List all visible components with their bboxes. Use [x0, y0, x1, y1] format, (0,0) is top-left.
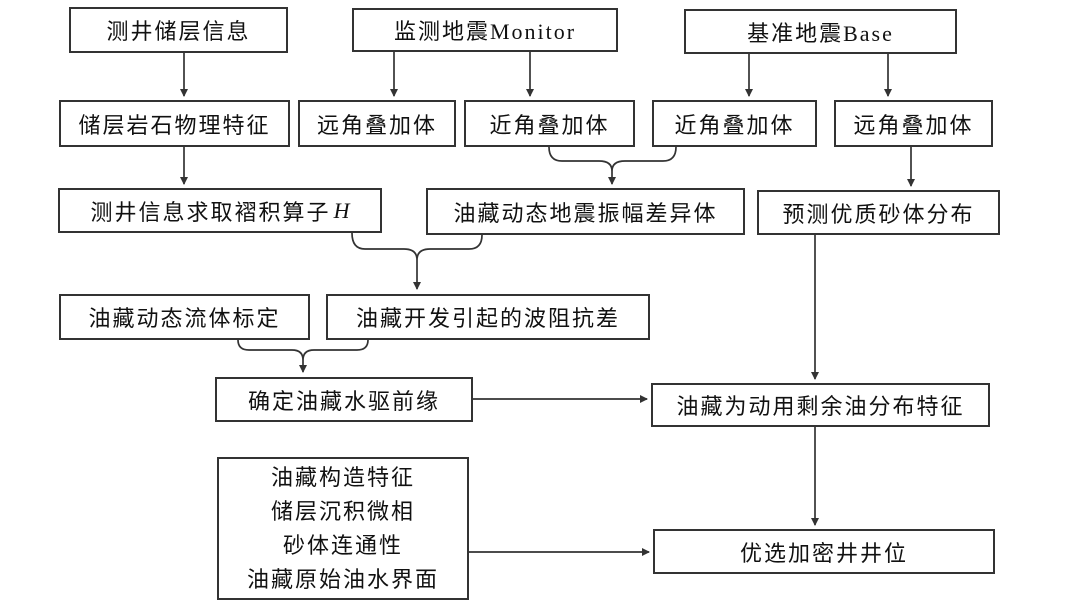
node-base-seismic: 基准地震Base	[684, 9, 957, 54]
node-rock-physics: 储层岩石物理特征	[59, 100, 290, 147]
static-factor-line: 油藏原始油水界面	[246, 566, 439, 592]
node-waterflood-front: 确定油藏水驱前缘	[215, 377, 473, 422]
node-impedance-difference: 油藏开发引起的波阻抗差	[326, 294, 650, 340]
static-factor-line: 油藏构造特征	[270, 464, 415, 490]
node-near-stack-monitor: 近角叠加体	[464, 100, 635, 147]
node-label: 远角叠加体	[853, 112, 974, 138]
node-remaining-oil: 油藏为动用剩余油分布特征	[651, 383, 990, 427]
node-convolution-operator: 测井信息求取褶积算子 H	[58, 188, 382, 233]
node-label: 监测地震Monitor	[393, 19, 577, 44]
node-static-factors: 油藏构造特征 储层沉积微相 砂体连通性 油藏原始油水界面	[217, 457, 469, 600]
node-label: 储层岩石物理特征	[78, 112, 271, 138]
node-label: 确定油藏水驱前缘	[247, 388, 440, 414]
brace-nearstacks	[548, 146, 677, 172]
node-label: 油藏动态流体标定	[88, 306, 281, 331]
node-label: 远角叠加体	[316, 112, 437, 138]
node-fluid-calibration: 油藏动态流体标定	[59, 294, 310, 340]
node-label: 测井信息求取褶积算子	[90, 199, 331, 225]
node-far-stack-monitor: 远角叠加体	[298, 100, 456, 147]
node-label: 近角叠加体	[489, 112, 610, 138]
math-symbol-h: H	[333, 197, 350, 223]
node-label: 油藏开发引起的波阻抗差	[355, 306, 620, 331]
brace-fluidcal-impedancediff	[237, 339, 369, 361]
node-label: 油藏动态地震振幅差异体	[453, 200, 718, 226]
node-far-stack-base: 远角叠加体	[834, 100, 993, 147]
node-infill-well: 优选加密井井位	[653, 529, 995, 574]
node-label: 近角叠加体	[674, 112, 795, 138]
static-factor-line: 储层沉积微相	[270, 498, 415, 524]
static-factor-line: 砂体连通性	[282, 532, 403, 558]
node-label: 油藏为动用剩余油分布特征	[676, 394, 965, 419]
node-monitor-seismic: 监测地震Monitor	[352, 8, 618, 52]
brace-convolution-amplitudediff	[351, 232, 483, 261]
node-amplitude-difference: 油藏动态地震振幅差异体	[426, 188, 745, 235]
node-label: 测井储层信息	[106, 19, 251, 44]
node-label: 优选加密井井位	[739, 540, 908, 566]
node-sand-prediction: 预测优质砂体分布	[757, 190, 1000, 235]
node-near-stack-base: 近角叠加体	[652, 100, 817, 147]
node-label: 预测优质砂体分布	[782, 201, 975, 227]
node-well-log-info: 测井储层信息	[69, 7, 288, 53]
node-label: 基准地震Base	[747, 20, 894, 46]
